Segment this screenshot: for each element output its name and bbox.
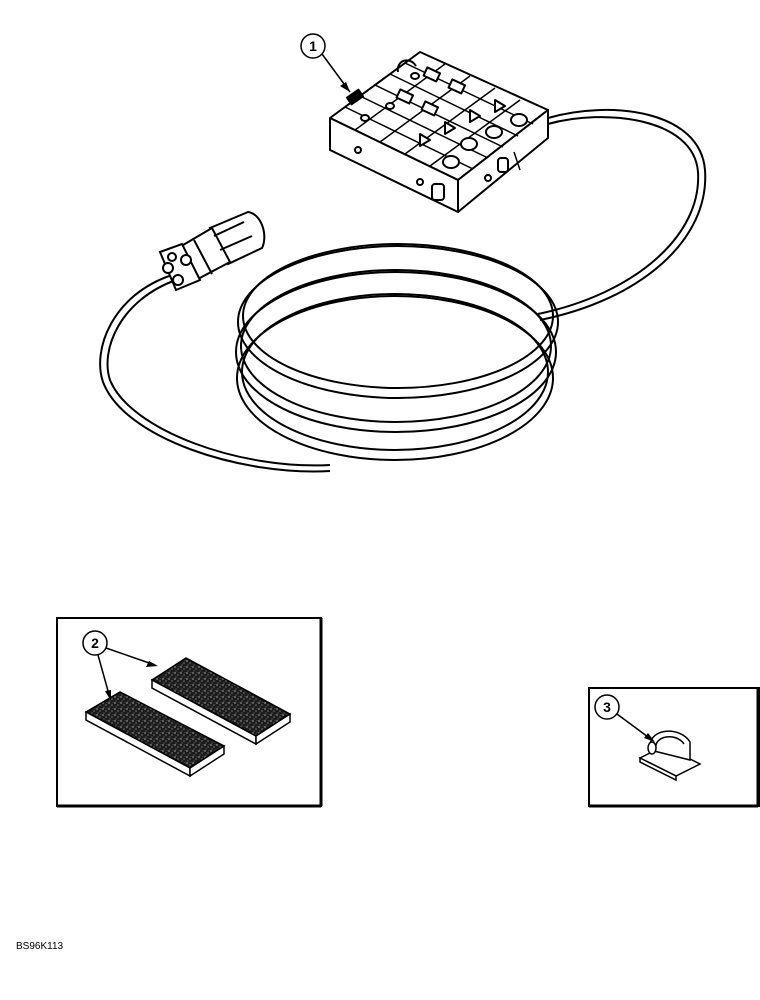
callout-3: 3 (594, 694, 655, 742)
wire-harness-coil (235, 243, 559, 461)
cable-clip (638, 730, 702, 782)
connector-plug (158, 210, 266, 292)
callout-1: 1 (300, 33, 351, 93)
module-cable (537, 108, 707, 321)
callout-2-label: 2 (91, 635, 99, 651)
callout-2: 2 (82, 630, 158, 701)
switch-module (329, 51, 549, 213)
adhesive-pad-back (150, 657, 292, 746)
adhesive-pad-front (84, 691, 226, 778)
connector-cable (99, 274, 331, 473)
callout-3-label: 3 (603, 699, 611, 715)
callout-1-label: 1 (309, 38, 317, 54)
figure-code: BS96K113 (16, 941, 64, 952)
